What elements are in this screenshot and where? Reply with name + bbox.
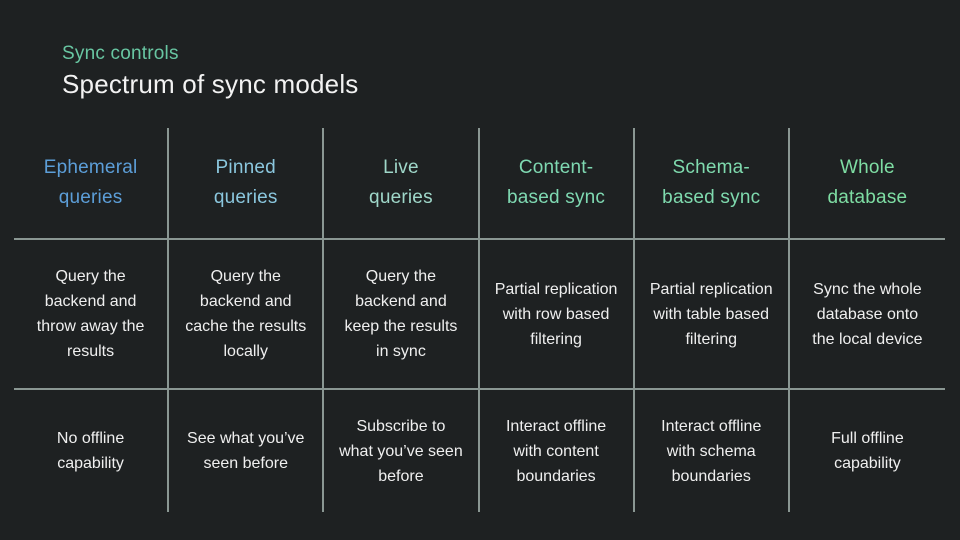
offline-cell-content: Interact offline with content boundaries bbox=[480, 390, 635, 512]
offline-cell-schema: Interact offline with schema boundaries bbox=[635, 390, 790, 512]
column-header-ephemeral-queries: Ephemeral queries bbox=[14, 128, 170, 240]
column-header-pinned-queries: Pinned queries bbox=[169, 128, 325, 240]
sync-models-table: Ephemeral queries Pinned queries Live qu… bbox=[14, 128, 945, 512]
column-header-whole-database: Whole database bbox=[789, 128, 945, 240]
slide-title: Spectrum of sync models bbox=[62, 69, 359, 99]
column-header-content-based-sync: Content- based sync bbox=[479, 128, 635, 240]
description-cell-content: Partial replication with row based filte… bbox=[479, 240, 635, 390]
column-header-schema-based-sync: Schema- based sync bbox=[634, 128, 790, 240]
description-cell-whole: Sync the whole database onto the local d… bbox=[789, 240, 945, 390]
column-header-live-queries: Live queries bbox=[324, 128, 480, 240]
slide-kicker: Sync controls bbox=[62, 43, 179, 64]
offline-cell-pinned: See what you’ve seen before bbox=[169, 390, 325, 512]
description-cell-live: Query the backend and keep the results i… bbox=[324, 240, 480, 390]
description-cell-schema: Partial replication with table based fil… bbox=[634, 240, 790, 390]
description-cell-ephemeral: Query the backend and throw away the res… bbox=[14, 240, 170, 390]
description-cell-pinned: Query the backend and cache the results … bbox=[169, 240, 325, 390]
offline-cell-whole: Full offline capability bbox=[831, 430, 904, 472]
title-block: Sync controls Spectrum of sync models bbox=[62, 41, 359, 101]
offline-cell-ephemeral: No offline capability bbox=[14, 390, 170, 512]
offline-cell-live: Subscribe to what you’ve seen before bbox=[324, 390, 480, 512]
